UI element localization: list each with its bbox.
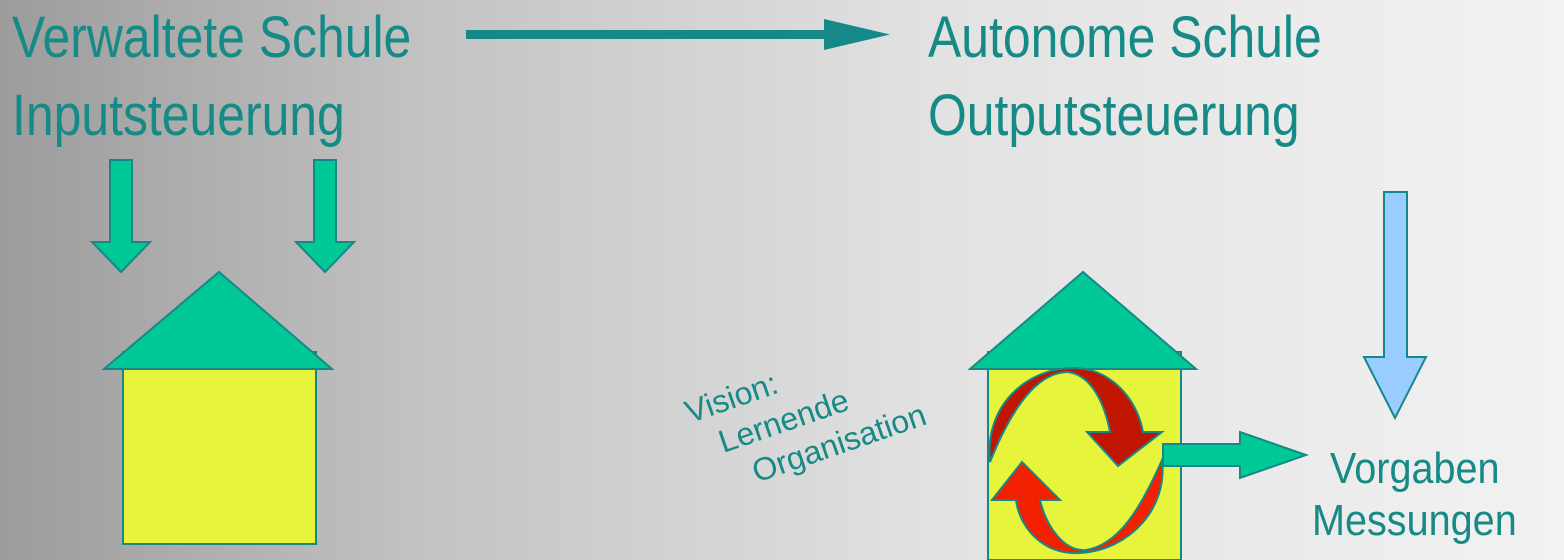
- learning-cycle: [988, 366, 1165, 555]
- transition-arrow: [466, 19, 890, 50]
- output-line-2: Messungen: [1312, 496, 1517, 545]
- right-house-wall: [987, 351, 1182, 560]
- left-subtitle: Inputsteuerung: [12, 83, 345, 148]
- right-title: Autonome Schule: [928, 5, 1322, 70]
- left-house-wall: [122, 351, 317, 545]
- output-arrow: [1162, 430, 1310, 480]
- left-house: [101, 270, 335, 545]
- right-subtitle: Outputsteuerung: [928, 83, 1300, 148]
- requirement-arrow: [1362, 191, 1428, 421]
- transition-arrow-shaft: [466, 30, 826, 39]
- input-arrow-left: [89, 159, 153, 274]
- right-house-roof: [967, 270, 1199, 370]
- cycle-arrow-top: [988, 366, 1165, 468]
- output-line-1: Vorgaben: [1330, 444, 1500, 493]
- cycle-arrow-bottom: [989, 456, 1164, 555]
- transition-arrow-head: [824, 19, 890, 50]
- input-arrow-right: [293, 159, 357, 274]
- left-house-roof: [101, 270, 335, 370]
- left-title: Verwaltete Schule: [12, 5, 412, 70]
